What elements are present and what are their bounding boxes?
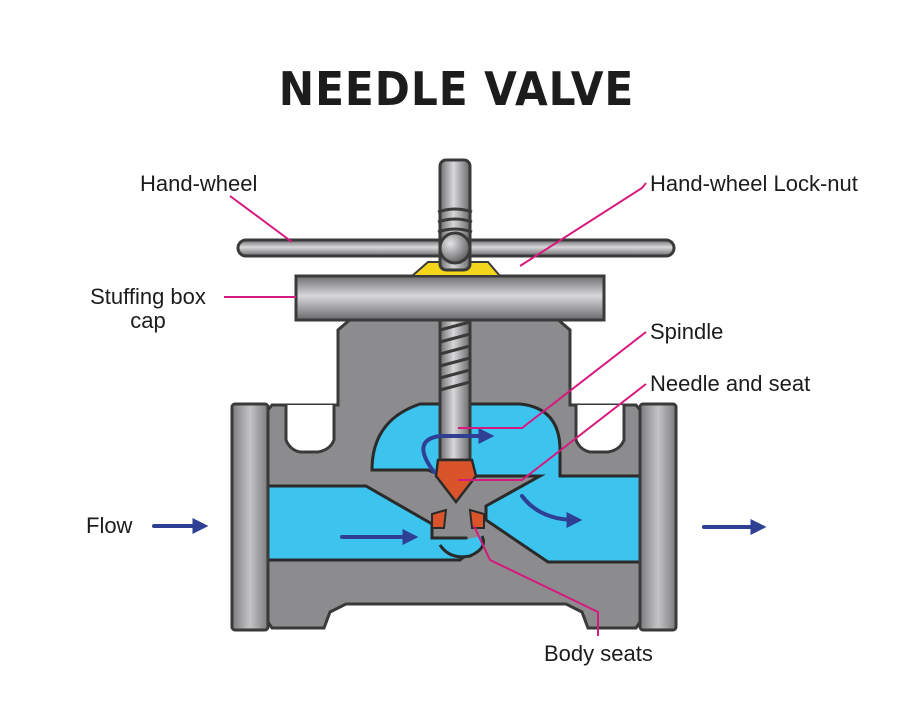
left-flange bbox=[230, 402, 270, 632]
label-stuffing-box-cap: Stuffing box cap bbox=[80, 285, 216, 333]
leader-body-seats bbox=[473, 525, 599, 636]
hand-wheel-hub bbox=[438, 231, 472, 265]
leader-lines bbox=[224, 182, 647, 636]
label-hand-wheel: Hand-wheel bbox=[140, 171, 258, 196]
label-needle-and-seat: Needle and seat bbox=[650, 371, 811, 396]
label-spindle: Spindle bbox=[650, 319, 724, 344]
leader-lock-nut bbox=[519, 182, 647, 267]
label-hand-wheel-lock-nut: Hand-wheel Lock-nut bbox=[650, 171, 858, 196]
outflow-arrow bbox=[520, 494, 583, 528]
upper-threads bbox=[437, 207, 473, 234]
leader-hand-wheel bbox=[229, 195, 293, 243]
chamber-arrow bbox=[421, 428, 495, 474]
right-flange bbox=[638, 402, 678, 632]
label-flow: Flow bbox=[86, 513, 133, 538]
label-stuffing-box-cap-line2: cap bbox=[130, 308, 166, 333]
body-seats bbox=[431, 508, 485, 529]
stuffing-box-cap bbox=[294, 274, 606, 322]
leader-spindle bbox=[458, 331, 647, 429]
spindle-threads bbox=[439, 320, 471, 392]
label-stuffing-box-cap-line1: Stuffing box bbox=[90, 284, 206, 309]
leader-needle-seat bbox=[458, 383, 647, 481]
label-body-seats: Body seats bbox=[544, 641, 653, 666]
flow-arrows bbox=[152, 428, 767, 545]
needle bbox=[434, 458, 478, 505]
diagram-title: NEEDLE VALVE bbox=[278, 62, 635, 116]
